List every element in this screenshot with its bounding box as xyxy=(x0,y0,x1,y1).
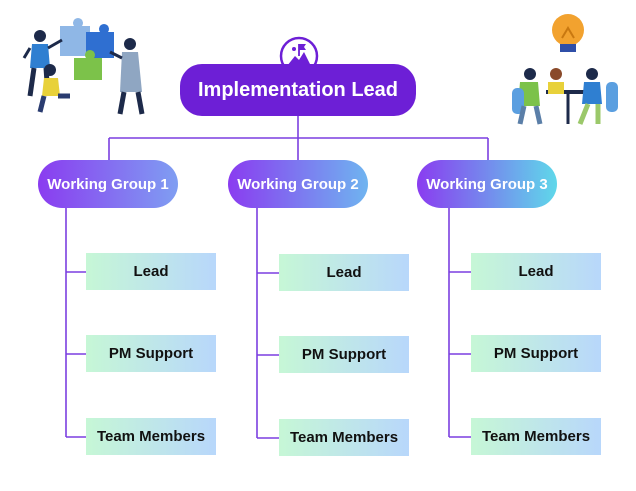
role-label: PM Support xyxy=(108,345,194,362)
root-node-implementation-lead: Implementation Lead xyxy=(180,64,416,116)
role-label: Lead xyxy=(518,263,554,280)
group-3-label: Working Group 3 xyxy=(426,175,548,193)
role-label: Lead xyxy=(133,263,169,280)
group-2-label: Working Group 2 xyxy=(237,175,359,193)
group-1-role-lead: Lead xyxy=(86,253,216,290)
group-3-role-lead: Lead xyxy=(471,253,601,290)
root-node-label: Implementation Lead xyxy=(197,78,399,101)
role-label: PM Support xyxy=(301,346,387,363)
role-label: Team Members xyxy=(481,428,591,445)
role-label: Team Members xyxy=(289,429,399,446)
group-node-1: Working Group 1 xyxy=(38,160,178,208)
group-2-role-lead: Lead xyxy=(279,254,409,291)
group-node-2: Working Group 2 xyxy=(228,160,368,208)
role-label: Lead xyxy=(326,264,362,281)
group-1-label: Working Group 1 xyxy=(47,175,169,193)
group-3-role-pm-support: PM Support xyxy=(471,335,601,372)
group-3-role-team-members: Team Members xyxy=(471,418,601,455)
role-label: Team Members xyxy=(96,428,206,445)
group-1-role-pm-support: PM Support xyxy=(86,335,216,372)
group-node-3: Working Group 3 xyxy=(417,160,557,208)
group-1-role-team-members: Team Members xyxy=(86,418,216,455)
role-label: PM Support xyxy=(493,345,579,362)
team-puzzle-illustration xyxy=(22,18,145,115)
team-meeting-lightbulb-illustration xyxy=(512,14,618,125)
group-2-role-team-members: Team Members xyxy=(279,419,409,456)
group-2-role-pm-support: PM Support xyxy=(279,336,409,373)
